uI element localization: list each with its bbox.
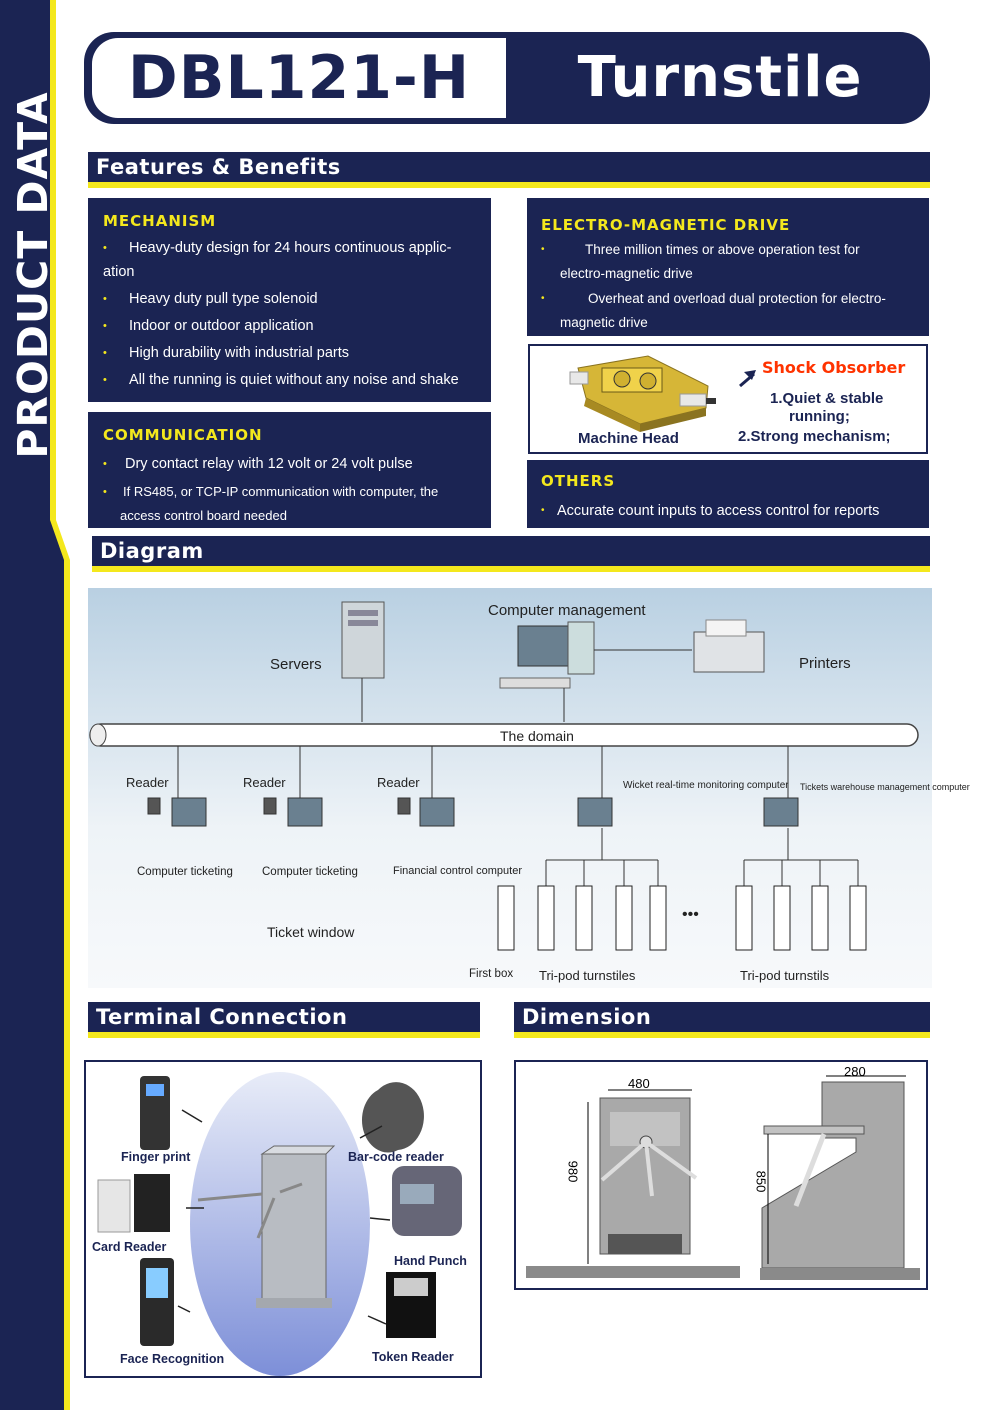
communication-title: COMMUNICATION [103,426,263,444]
mechanism-title: MECHANISM [103,212,217,230]
shock-title: Shock Obsorber [762,358,906,377]
printer-icon [693,631,765,673]
label-financial: Financial control computer [393,865,523,877]
list-item: •Heavy-duty design for 24 hours continuo… [103,240,452,256]
network-diagram: Computer management Servers Printers The… [88,588,970,988]
label-first-box: First box [469,968,514,980]
em-drive-title: ELECTRO-MAGNETIC DRIVE [541,216,791,234]
terminal-panel: Finger print Bar-code reader Card Reader… [84,1060,482,1378]
communication-box: COMMUNICATION •Dry contact relay with 12… [88,412,491,528]
label-servers: Servers [270,656,322,673]
product-title: Turnstile [577,45,863,110]
section-diagram: Diagram [92,536,930,572]
label-reader: Reader [126,775,169,790]
shock-line1: 1.Quiet & stable [770,390,884,407]
list-item: electro-magnetic drive [560,266,693,281]
list-item: ation [103,264,135,280]
list-item: access control board needed [120,508,287,523]
turnstile-icons [497,885,867,951]
list-item: •All the running is quiet without any no… [103,372,459,388]
model-number: DBL121-H [127,43,471,113]
ellipsis: ••• [682,906,699,923]
others-box: OTHERS •Accurate count inputs to access … [527,460,929,528]
list-item: •If RS485, or TCP-IP communication with … [103,484,439,499]
label-finger-print: Finger print [121,1150,191,1164]
dim-side-height: 850 [753,1170,769,1193]
list-item: magnetic drive [560,315,648,330]
dim-front-width: 480 [628,1076,650,1091]
label-barcode-reader: Bar-code reader [348,1150,444,1164]
shock-line3: 2.Strong mechanism; [738,428,891,445]
dim-front-height: 980 [565,1160,581,1183]
list-item: •Three million times or above operation … [541,242,860,257]
list-item: •Dry contact relay with 12 volt or 24 vo… [103,456,413,472]
shock-line2: running; [789,408,850,425]
section-features: Features & Benefits [88,152,930,188]
mechanism-box: MECHANISM •Heavy-duty design for 24 hour… [88,198,491,402]
list-item: •Indoor or outdoor application [103,318,314,334]
label-hand-punch: Hand Punch [394,1254,467,1268]
turnstile-icon [197,1145,336,1308]
label-warehouse: Tickets warehouse management computer [800,782,970,792]
computer-icon [517,625,569,667]
section-terminal: Terminal Connection [88,1002,480,1038]
barcode-reader-icon [361,1082,424,1153]
label-token-reader: Token Reader [372,1350,454,1364]
label-reader: Reader [243,775,286,790]
label-computer-ticketing: Computer ticketing [137,866,233,878]
dim-side-width: 280 [844,1064,866,1079]
diagram-drawing [89,601,919,951]
label-domain: The domain [500,728,574,744]
dimension-panel: 480 980 280 850 [514,1060,928,1290]
label-face-recognition: Face Recognition [120,1352,225,1366]
section-dimension: Dimension [514,1002,930,1038]
label-computer-ticketing: Computer ticketing [262,866,358,878]
terminal-drawing [97,1072,462,1376]
machine-head-image [569,355,756,432]
label-wicket: Wicket real-time monitoring computer [623,780,789,791]
label-tripod: Tri-pod turnstils [740,968,830,983]
label-tripod: Tri-pod turnstiles [539,968,636,983]
shock-absorber-box: Shock Obsorber 1.Quiet & stable running;… [528,344,928,454]
list-item: •Accurate count inputs to access control… [541,503,880,519]
label-reader: Reader [377,775,420,790]
list-item: •Heavy duty pull type solenoid [103,291,318,307]
label-printers: Printers [799,655,851,672]
label-ticket-window: Ticket window [267,924,355,940]
side-view [761,1081,905,1269]
label-card-reader: Card Reader [92,1240,167,1254]
side-title: PRODUCT DATA SHEET [9,91,103,459]
list-item: •Overheat and overload dual protection f… [541,291,886,306]
header-model-panel [92,38,506,118]
dimension-drawing [526,1075,920,1280]
others-title: OTHERS [541,472,616,490]
machine-head-caption: Machine Head [578,430,679,447]
label-computer-management: Computer management [488,602,646,619]
em-drive-box: ELECTRO-MAGNETIC DRIVE •Three million ti… [527,198,929,336]
list-item: •High durability with industrial parts [103,345,350,361]
card-reader-icon [97,1179,131,1233]
